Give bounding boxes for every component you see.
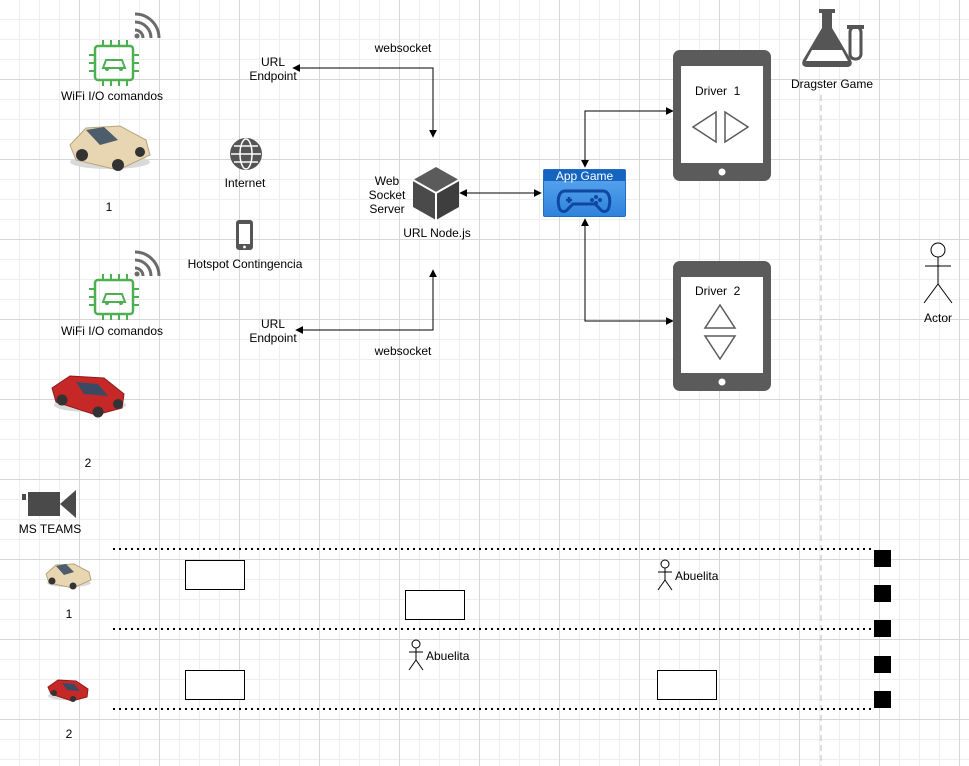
- globe-icon: [230, 138, 262, 170]
- car-icon: [69, 125, 151, 171]
- app-game-block[interactable]: App Game: [543, 169, 626, 217]
- finish-flag: [874, 585, 891, 602]
- arrow-down-icon: [703, 335, 737, 361]
- teams-label: MS TEAMS: [18, 522, 82, 536]
- obstacle-box: [185, 670, 245, 700]
- gamepad-icon: [556, 189, 612, 213]
- websocket-label-bottom: websocket: [374, 344, 432, 358]
- app-game-header: [544, 170, 625, 181]
- app-driver2-connector: [581, 218, 674, 325]
- car-icon: [47, 679, 89, 702]
- track-lines: [113, 548, 873, 710]
- actor-icon: [923, 242, 953, 304]
- finish-flag: [874, 691, 891, 708]
- hotspot-label: Hotspot Contingencia: [187, 257, 303, 271]
- finish-flag: [874, 656, 891, 673]
- finish-flag: [874, 620, 891, 637]
- obstacle-label-lane1: Abuelita: [675, 569, 719, 583]
- obstacle-box: [657, 670, 717, 700]
- connectors: [292, 64, 674, 334]
- app-game-title: App Game: [555, 169, 614, 183]
- obstacle-box: [405, 590, 465, 620]
- chip-icon: [89, 274, 139, 320]
- wifi-icon: [134, 250, 161, 277]
- obstacle-figure: [657, 559, 673, 591]
- server-label: Web Socket Server: [368, 174, 406, 216]
- game-title: Dragster Game: [790, 77, 874, 91]
- car-icon: [45, 563, 92, 590]
- wifi-icon: [134, 12, 161, 39]
- obstacle-label-lane2: Abuelita: [426, 649, 470, 663]
- obstacle-box: [185, 560, 245, 590]
- arrow-up-icon: [703, 303, 737, 329]
- websocket-bottom-connector: [295, 269, 437, 334]
- arrow-right-icon: [724, 110, 750, 144]
- smartphone-icon: [236, 220, 253, 250]
- actor-label: Actor: [923, 311, 952, 325]
- tablet-icon: [673, 261, 771, 391]
- car-label-1: 1: [105, 200, 113, 214]
- wifi-label-1: WiFi I/O comandos: [60, 89, 164, 103]
- endpoint-label-top: URL Endpoint: [249, 55, 297, 83]
- internet-label: Internet: [224, 176, 266, 190]
- flask-icon: [802, 9, 864, 67]
- obstacle-figure: [408, 639, 424, 671]
- wifi-label-2: WiFi I/O comandos: [60, 324, 164, 338]
- arrow-left-icon: [691, 110, 717, 144]
- driver-label-2: Driver 2: [695, 284, 741, 298]
- cube-icon: [412, 167, 460, 220]
- lane-label-2: 2: [65, 727, 73, 741]
- node-label: URL Node.js: [403, 226, 471, 240]
- car-icon: [51, 375, 126, 418]
- app-driver1-connector: [581, 107, 674, 168]
- driver-label-1: Driver 1: [695, 84, 741, 98]
- websocket-top-connector: [292, 64, 437, 138]
- lane-label-1: 1: [65, 607, 73, 621]
- video-camera-icon: [22, 490, 76, 518]
- car-label-2: 2: [84, 456, 92, 470]
- tablet-icon: [673, 50, 771, 181]
- chip-icon: [89, 40, 139, 86]
- websocket-label-top: websocket: [374, 41, 432, 55]
- endpoint-label-bottom: URL Endpoint: [249, 317, 297, 345]
- finish-flag: [874, 550, 891, 567]
